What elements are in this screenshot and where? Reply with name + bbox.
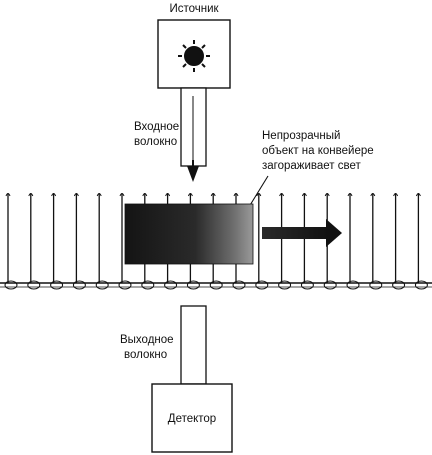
conveyor-link [414,280,428,290]
object-note-line3: загораживает свет [262,160,362,172]
conveyor-tooth-cap [210,193,216,197]
conveyor-link [95,280,109,290]
detector-box [151,383,233,453]
conveyor-tooth-cap [301,193,307,197]
conveyor-link [118,280,132,290]
source-label: Источник [169,3,219,15]
arrow-down-icon [187,160,199,182]
conveyor-tooth-cap [119,193,125,197]
conveyor-link [300,280,314,290]
conveyor-tooth-cap [96,193,102,197]
conveyor-tooth-cap [324,193,330,197]
object-note-line2: объект на конвейере [262,145,374,157]
output-fiber-label-line1: Выходное [120,334,174,346]
conveyor-tooth-cap [279,193,285,197]
conveyor-link [278,280,292,290]
opaque-object [124,203,254,265]
output-fiber-label-line2: волокно [124,349,167,361]
conveyor-link [186,280,200,290]
conveyor-tooth-cap [233,193,239,197]
conveyor-tooth-cap [393,193,399,197]
output-fiber [180,305,207,385]
conveyor-link [72,280,86,290]
conveyor-tooth-cap [165,193,171,197]
conveyor-link [50,280,64,290]
conveyor-tooth-cap [51,193,57,197]
conveyor-tooth-cap [142,193,148,197]
conveyor-link [255,280,269,290]
conveyor-link [27,280,41,290]
conveyor-link [4,280,18,290]
conveyor-link [164,280,178,290]
object-note-line1: Непрозрачный [262,130,340,142]
conveyor-link [369,280,383,290]
detector-label: Детектор [168,413,216,425]
conveyor-tooth-cap [73,193,79,197]
conveyor-link [392,280,406,290]
conveyor-belt [0,282,432,288]
conveyor-link [323,280,337,290]
sun-icon [178,40,210,72]
conveyor-link [346,280,360,290]
conveyor-tooth-cap [5,193,11,197]
conveyor-tooth-cap [370,193,376,197]
conveyor-tooth-cap [187,193,193,197]
input-fiber-label-line2: волокно [134,136,177,148]
conveyor-link [141,280,155,290]
conveyor-link [232,280,246,290]
conveyor-tooth-cap [415,193,421,197]
conveyor-tooth-cap [256,193,262,197]
arrow-right-icon [262,219,342,247]
input-fiber-label-line1: Входное [134,121,179,133]
conveyor-tooth-cap [347,193,353,197]
conveyor-link [209,280,223,290]
conveyor-tooth-cap [28,193,34,197]
